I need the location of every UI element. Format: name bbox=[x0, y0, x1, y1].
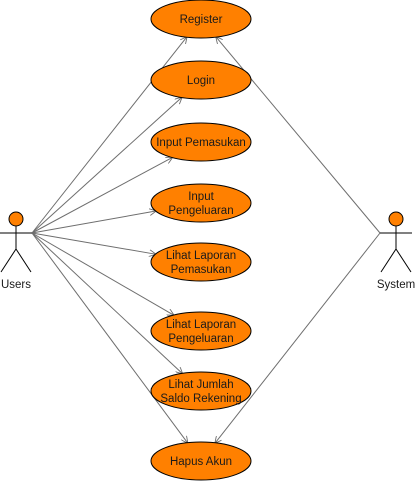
use-case-ellipse bbox=[150, 311, 252, 351]
use-case-ellipse bbox=[150, 0, 252, 39]
use-case-label: Lihat Laporan bbox=[166, 319, 236, 331]
use-case-ellipse bbox=[150, 183, 252, 223]
association-users-input-pemasukan bbox=[31, 158, 172, 234]
association-users-lihat-jumlah-saldo-rekening bbox=[31, 232, 182, 373]
use-case-label: Input Pemasukan bbox=[156, 137, 246, 149]
association-users-login bbox=[31, 98, 182, 234]
use-case-label: Pemasukan bbox=[171, 264, 232, 276]
actor-label: System bbox=[377, 279, 415, 291]
association-users-input-pengeluaran bbox=[31, 211, 156, 234]
use-case-ellipse bbox=[150, 122, 252, 162]
use-case-input-pemasukan[interactable]: Input Pemasukan bbox=[150, 122, 252, 162]
use-case-ellipse bbox=[150, 60, 252, 100]
use-case-label: Lihat Jumlah bbox=[168, 379, 233, 391]
use-case-label: Pengeluaran bbox=[168, 205, 233, 217]
use-case-label: Saldo Rekening bbox=[160, 393, 241, 405]
use-case-ellipse bbox=[150, 242, 252, 282]
actor-label: Users bbox=[1, 279, 31, 291]
association-users-hapus-akun bbox=[31, 232, 187, 443]
association-users-lihat-laporan-pengeluaran bbox=[31, 232, 174, 315]
use-case-hapus-akun[interactable]: Hapus Akun bbox=[150, 441, 252, 481]
use-case-label: Hapus Akun bbox=[170, 456, 232, 468]
use-case-ellipse bbox=[150, 371, 252, 411]
stick-figure-icon bbox=[0, 211, 32, 273]
use-case-ellipse bbox=[150, 441, 252, 481]
actor-system[interactable]: System bbox=[377, 211, 415, 291]
use-case-label: Pengeluaran bbox=[168, 333, 233, 345]
use-case-label: Input bbox=[188, 191, 214, 203]
use-case-label: Login bbox=[187, 75, 215, 87]
use-case-register[interactable]: Register bbox=[150, 0, 252, 39]
actors-layer: Users System bbox=[0, 211, 415, 291]
use-case-login[interactable]: Login bbox=[150, 60, 252, 100]
use-case-label: Lihat Laporan bbox=[166, 250, 236, 262]
association-users-lihat-laporan-pemasukan bbox=[31, 232, 155, 254]
stick-figure-icon bbox=[380, 211, 412, 273]
association-system-hapus-akun bbox=[215, 232, 381, 443]
use-case-label: Register bbox=[180, 14, 223, 26]
actor-users[interactable]: Users bbox=[0, 211, 32, 291]
